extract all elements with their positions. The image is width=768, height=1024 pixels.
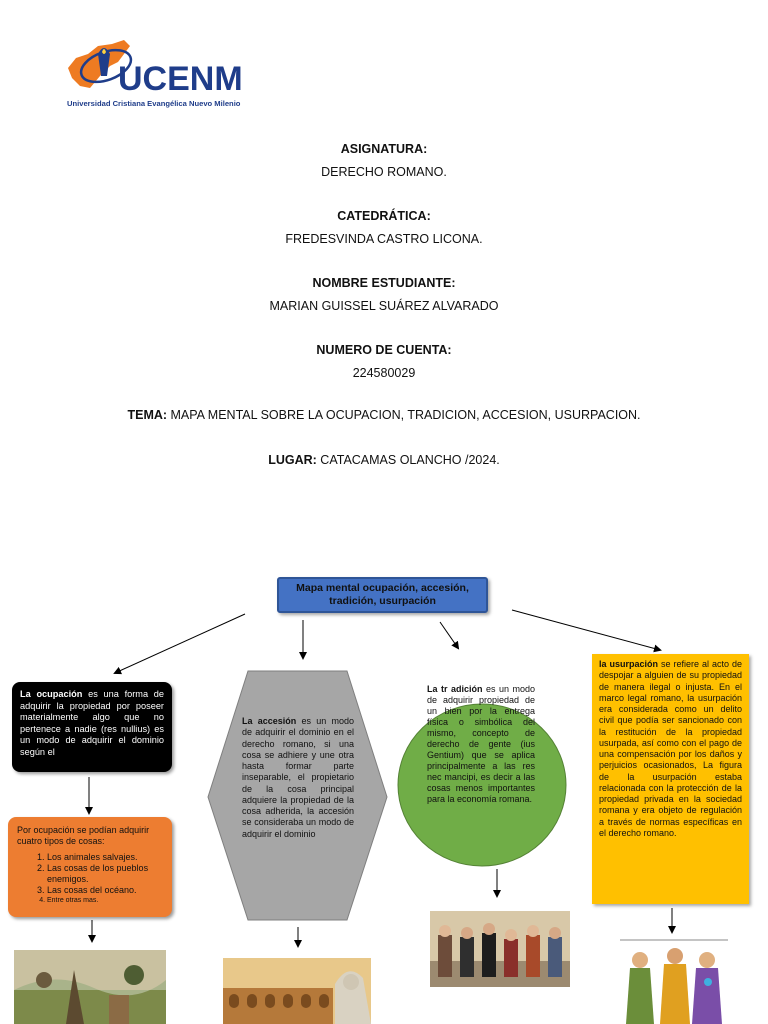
asignatura-value: DERECHO ROMANO. bbox=[321, 165, 447, 179]
ocupacion-illustration bbox=[14, 950, 166, 1024]
list-item: Las cosas del océano. bbox=[47, 885, 163, 896]
ocupacion-box: La ocupación es una forma de adquirir la… bbox=[12, 682, 172, 772]
tradicion-term: La tr adición bbox=[427, 684, 483, 694]
lugar-value: CATACAMAS OLANCHO /2024. bbox=[316, 453, 500, 467]
ocupacion-term: La ocupación bbox=[20, 689, 83, 699]
mindmap-connectors bbox=[85, 609, 676, 948]
arrow-to-usurpacion bbox=[511, 609, 662, 653]
cuenta-value: 224580029 bbox=[352, 366, 416, 380]
accesion-hexagon bbox=[207, 670, 388, 921]
accesion-illustration bbox=[223, 958, 371, 1024]
tema-line: TEMA: MAPA MENTAL SOBRE LA OCUPACION, TR… bbox=[0, 408, 768, 422]
accesion-text: es un modo de adquirir el dominio en el … bbox=[242, 716, 354, 839]
lugar-label: LUGAR: bbox=[268, 453, 317, 467]
list-item: Entre otras mas. bbox=[47, 897, 163, 906]
arrow-to-tradicion bbox=[439, 621, 460, 650]
torch-icon bbox=[98, 48, 110, 76]
usurpacion-box: la usurpación se refiere al acto de desp… bbox=[592, 654, 749, 904]
estudiante-value: MARIAN GUISSEL SUÁREZ ALVARADO bbox=[269, 299, 499, 313]
tradicion-text-block: La tr adición es un modo de adquirir pro… bbox=[427, 684, 535, 805]
usurpacion-term: la usurpación bbox=[599, 659, 659, 669]
list-item: Los animales salvajes. bbox=[47, 852, 163, 863]
usurpacion-illustration bbox=[620, 938, 728, 1024]
ocupacion-tipos-list: Los animales salvajes. Las cosas de los … bbox=[17, 852, 163, 906]
ucenm-logo bbox=[68, 40, 133, 88]
ocupacion-tipos-intro: Por ocupación se podían adquirir cuatro … bbox=[17, 825, 150, 847]
tema-value: MAPA MENTAL SOBRE LA OCUPACION, TRADICIO… bbox=[167, 408, 641, 422]
accesion-term: La accesión bbox=[242, 716, 297, 726]
cuenta-label: NUMERO DE CUENTA: bbox=[316, 343, 452, 357]
arrow-to-ocupacion bbox=[113, 613, 246, 675]
tradicion-illustration bbox=[430, 911, 570, 987]
asignatura-label: ASIGNATURA: bbox=[340, 142, 428, 156]
accesion-text-block: La accesión es un modo de adquirir el do… bbox=[242, 716, 354, 840]
logo-subtitle: Universidad Cristiana Evangélica Nuevo M… bbox=[67, 99, 241, 108]
catedratica-value: FREDESVINDA CASTRO LICONA. bbox=[285, 232, 483, 246]
catedratica-label: CATEDRÁTICA: bbox=[337, 209, 431, 223]
list-item: Las cosas de los pueblos enemigos. bbox=[47, 863, 163, 886]
mindmap-title: Mapa mental ocupación, accesión, tradici… bbox=[277, 577, 488, 613]
logo-name: UCENM bbox=[118, 60, 243, 98]
tema-label: TEMA: bbox=[127, 408, 168, 422]
tradicion-text: es un modo de adquirir propiedad de un b… bbox=[427, 684, 536, 804]
usurpacion-text: se refiere al acto de despojar a alguien… bbox=[599, 659, 743, 838]
lugar-line: LUGAR: CATACAMAS OLANCHO /2024. bbox=[0, 453, 768, 467]
ocupacion-tipos-box: Por ocupación se podían adquirir cuatro … bbox=[8, 817, 172, 917]
ocupacion-text: es una forma de adquirir la propiedad po… bbox=[20, 689, 164, 757]
estudiante-label: NOMBRE ESTUDIANTE: bbox=[312, 276, 456, 290]
tradicion-ellipse bbox=[397, 703, 567, 867]
